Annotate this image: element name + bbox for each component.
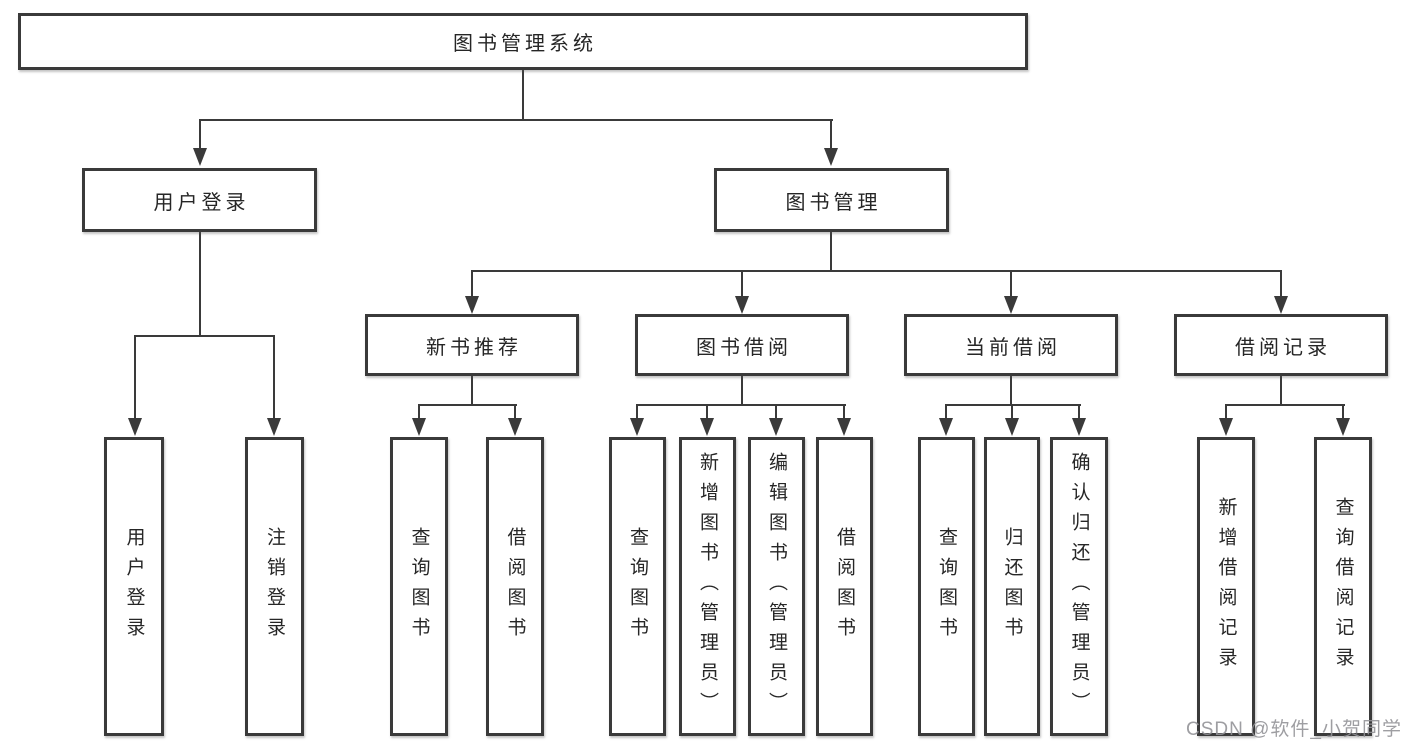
connector-line: [1280, 376, 1282, 406]
connector-line: [843, 404, 845, 421]
connector-line: [636, 404, 846, 406]
arrow-down-icon: [412, 418, 426, 436]
connector-line: [418, 404, 517, 406]
arrow-down-icon: [824, 148, 838, 166]
arrow-down-icon: [1219, 418, 1233, 436]
node-book-management: 图书管理: [714, 168, 949, 232]
connector-line: [199, 232, 201, 337]
arrow-down-icon: [1072, 418, 1086, 436]
connector-line: [775, 404, 777, 421]
node-leaf-borrow-query-book: 查询图书: [609, 437, 666, 736]
arrow-down-icon: [193, 148, 207, 166]
node-leaf-current-confirm-return-admin: 确认归还（管理员）: [1050, 437, 1108, 736]
connector-line: [1078, 404, 1080, 421]
node-user-login: 用户登录: [82, 168, 317, 232]
node-leaf-borrow-edit-book-admin: 编辑图书（管理员）: [748, 437, 805, 736]
arrow-down-icon: [465, 296, 479, 314]
node-new-book-recommend: 新书推荐: [365, 314, 579, 376]
connector-line: [514, 404, 516, 421]
connector-line: [945, 404, 1081, 406]
arrow-down-icon: [1004, 296, 1018, 314]
node-leaf-recommend-query-book: 查询图书: [390, 437, 448, 736]
connector-line: [741, 376, 743, 406]
csdn-watermark: CSDN @软件_小贺同学: [1186, 719, 1402, 740]
node-root: 图书管理系统: [18, 13, 1028, 70]
connector-line: [273, 335, 275, 421]
connector-line: [471, 376, 473, 406]
connector-line: [706, 404, 708, 421]
node-leaf-records-add-record: 新增借阅记录: [1197, 437, 1255, 736]
arrow-down-icon: [630, 418, 644, 436]
connector-line: [1010, 270, 1012, 298]
arrow-down-icon: [1336, 418, 1350, 436]
connector-line: [522, 70, 524, 120]
node-leaf-logout: 注销登录: [245, 437, 304, 736]
arrow-down-icon: [267, 418, 281, 436]
arrow-down-icon: [1274, 296, 1288, 314]
connector-line: [1225, 404, 1345, 406]
arrow-down-icon: [735, 296, 749, 314]
node-leaf-records-query-record: 查询借阅记录: [1314, 437, 1372, 736]
arrow-down-icon: [700, 418, 714, 436]
connector-line: [135, 335, 275, 337]
connector-line: [636, 404, 638, 421]
connector-line: [199, 119, 201, 151]
connector-line: [471, 270, 473, 298]
connector-line: [945, 404, 947, 421]
connector-line: [134, 335, 136, 421]
arrow-down-icon: [128, 418, 142, 436]
node-borrow-records: 借阅记录: [1174, 314, 1388, 376]
connector-line: [1011, 404, 1013, 421]
connector-line: [1225, 404, 1227, 421]
connector-line: [1010, 376, 1012, 406]
connector-line: [471, 270, 1282, 272]
node-leaf-borrow-borrow-book: 借阅图书: [816, 437, 873, 736]
connector-line: [830, 119, 832, 151]
node-leaf-current-return-book: 归还图书: [984, 437, 1040, 736]
node-leaf-user-login: 用户登录: [104, 437, 164, 736]
node-leaf-current-query-book: 查询图书: [918, 437, 975, 736]
connector-line: [418, 404, 420, 421]
arrow-down-icon: [769, 418, 783, 436]
node-book-borrow: 图书借阅: [635, 314, 849, 376]
connector-line: [199, 119, 833, 121]
connector-line: [830, 232, 832, 272]
arrow-down-icon: [508, 418, 522, 436]
arrow-down-icon: [939, 418, 953, 436]
connector-line: [741, 270, 743, 298]
node-leaf-recommend-borrow-book: 借阅图书: [486, 437, 544, 736]
arrow-down-icon: [837, 418, 851, 436]
arrow-down-icon: [1005, 418, 1019, 436]
node-leaf-borrow-add-book-admin: 新增图书（管理员）: [679, 437, 736, 736]
connector-line: [1280, 270, 1282, 298]
connector-line: [1342, 404, 1344, 421]
node-current-borrow: 当前借阅: [904, 314, 1118, 376]
